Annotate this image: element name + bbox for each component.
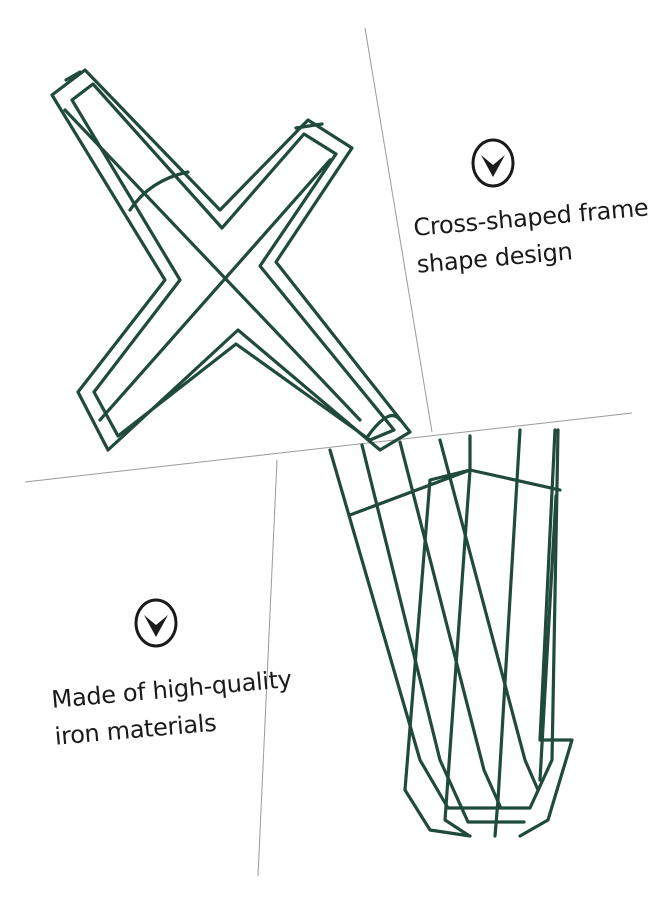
check-chevron-icon — [134, 598, 178, 648]
divider-line — [257, 459, 278, 877]
cross-wire-frame — [50, 68, 412, 452]
divider-line — [24, 412, 633, 483]
panel-dividers — [24, 27, 633, 877]
cage-wire-frame — [328, 428, 574, 838]
check-chevron-icon — [471, 138, 515, 188]
divider-line — [364, 27, 433, 433]
